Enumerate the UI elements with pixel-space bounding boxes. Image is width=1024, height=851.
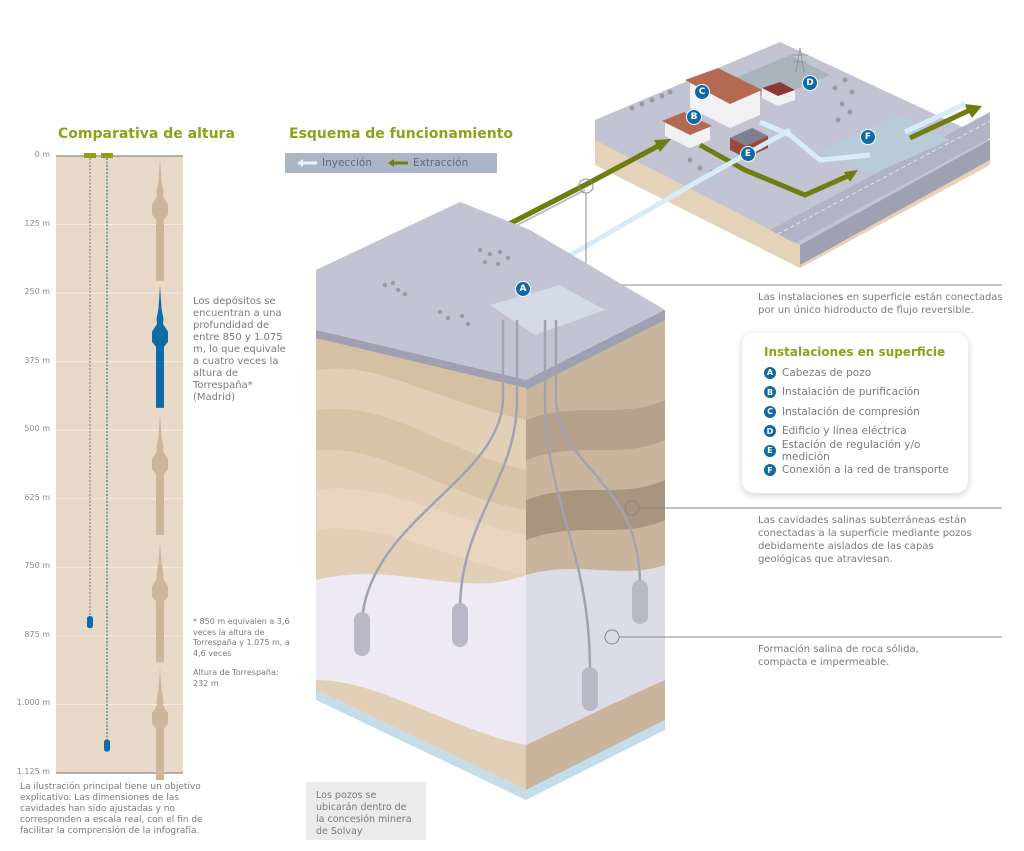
legend-extraction-label: Extracción — [412, 157, 469, 169]
letter-badge-icon: E — [764, 444, 776, 457]
installation-item: F Conexión a la red de transporte — [764, 461, 968, 481]
annotation-salt: Formación salina de roca sólida, compact… — [758, 644, 919, 668]
wellhead-marker — [84, 153, 96, 158]
installation-item: B Instalación de purificación — [764, 383, 968, 403]
arrow-left-icon — [387, 159, 408, 167]
building-d — [762, 82, 795, 106]
cavity-marker — [87, 616, 93, 629]
installation-label: Conexión a la red de transporte — [782, 464, 949, 477]
salt-cavity — [632, 580, 648, 624]
badge-c: C — [694, 84, 710, 100]
comparison-title: Comparativa de altura — [58, 126, 235, 142]
salt-formation-right — [526, 565, 665, 745]
letter-badge-icon: F — [764, 464, 776, 477]
depth-description: Los depósitos se encuentran a una profun… — [193, 296, 286, 403]
salt-cavity — [582, 667, 598, 711]
arrow-left-icon — [297, 159, 317, 167]
installations-title: Instalaciones en superficie — [764, 345, 946, 359]
injection-route — [759, 119, 871, 163]
well-pipe — [360, 320, 505, 621]
extraction-exit-arrow — [908, 107, 972, 141]
legend-injection-label: Inyección — [322, 157, 372, 169]
depth-tick-label: 875 m — [24, 629, 50, 639]
building-e — [730, 128, 768, 158]
extraction-route — [698, 142, 852, 198]
geological-block — [316, 202, 665, 800]
well-pipe — [458, 320, 519, 611]
wells-location-note: Los pozos se ubicarán dentro de la conce… — [306, 782, 426, 840]
badge-e: E — [740, 146, 756, 162]
trees — [382, 247, 511, 327]
tower-height-label: Altura de Torrespaña: — [193, 668, 279, 677]
installation-label: Instalación de purificación — [782, 386, 920, 399]
legend-extraction: Extracción — [387, 157, 469, 169]
installations-legend: Instalaciones en superficie A Cabezas de … — [742, 333, 968, 493]
torrespana-tower — [152, 412, 168, 536]
depth-tick-label: 1.000 m — [16, 698, 50, 708]
tower-height-note: Altura de Torrespaña: 232 m — [193, 668, 293, 689]
scheme-title: Esquema de funcionamiento — [289, 126, 513, 142]
tower-height-value: 232 m — [193, 678, 219, 688]
depth-tick-label: 250 m — [24, 287, 50, 297]
cavity-marker — [104, 739, 110, 752]
flow-legend: Inyección Extracción — [285, 153, 497, 173]
installation-item: A Cabezas de pozo — [764, 363, 968, 383]
depth-tick-label: 0 m — [34, 150, 50, 159]
well-pipe — [543, 320, 592, 671]
letter-badge-icon: A — [764, 366, 776, 379]
installation-item: E Estación de regulación y/o medición — [764, 438, 968, 463]
letter-badge-icon: D — [764, 425, 776, 438]
torrespana-tower — [152, 158, 168, 281]
salt-cavity — [354, 612, 370, 656]
depth-tick-label: 750 m — [24, 561, 50, 571]
letter-badge-icon: C — [764, 405, 776, 418]
injection-entry-arrow — [903, 101, 967, 135]
torrespana-tower — [152, 666, 168, 780]
base-layer — [316, 690, 665, 800]
badge-f: F — [860, 129, 876, 145]
installation-label: Edificio y línea eléctrica — [782, 425, 907, 438]
installation-label: Instalación de compresión — [782, 405, 920, 418]
depth-tick-label: 1.125 m — [16, 767, 50, 776]
depth-tick-label: 375 m — [24, 355, 50, 365]
power-tower-icon — [792, 47, 808, 73]
annotation-surface: Las instalaciones en superficie están co… — [758, 292, 1003, 316]
installation-item: C Instalación de compresión — [764, 402, 968, 422]
depth-tick-label: 125 m — [24, 218, 50, 228]
torrespana-tower-highlight — [152, 285, 168, 408]
badge-a: A — [515, 281, 531, 297]
block-top-surface — [316, 202, 665, 380]
depth-chart — [56, 153, 183, 780]
surface-facility — [595, 42, 991, 268]
disclaimer: La ilustración principal tiene un objeti… — [20, 782, 203, 836]
salt-cavity — [452, 603, 468, 647]
well-pipe — [554, 320, 642, 586]
wellhead-pad — [490, 285, 605, 335]
depth-tick-label: 625 m — [24, 492, 50, 502]
badge-b: B — [686, 109, 702, 125]
wells — [360, 320, 642, 671]
installation-label: Cabezas de pozo — [782, 366, 872, 379]
installation-label: Estación de regulación y/o medición — [781, 438, 921, 463]
installation-item: D Edificio y línea eléctrica — [764, 422, 968, 442]
letter-badge-icon: B — [764, 386, 776, 399]
yard-f — [820, 115, 950, 175]
depth-tick-label: 500 m — [24, 424, 50, 434]
legend-injection: Inyección — [297, 157, 372, 169]
tower-footnote: * 850 m equivalen a 3,6 veces la altura … — [193, 617, 290, 658]
wellhead-marker — [101, 153, 113, 158]
cavities — [354, 580, 648, 711]
badge-d: D — [802, 75, 818, 91]
torrespana-tower — [152, 539, 168, 663]
annotation-cavities: Las cavidades salinas subterráneas están… — [758, 515, 972, 565]
building-c — [685, 68, 762, 128]
